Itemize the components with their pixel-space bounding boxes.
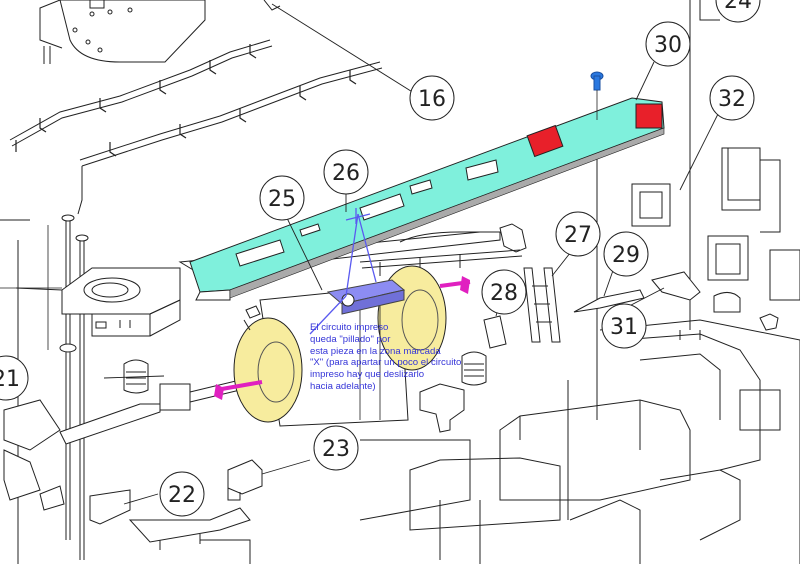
- svg-text:32: 32: [718, 87, 746, 112]
- svg-text:22: 22: [168, 483, 196, 508]
- callout-26: 26: [323, 149, 369, 195]
- svg-text:21: 21: [0, 367, 20, 392]
- screw-icon: [590, 71, 604, 120]
- pins: [59, 214, 89, 560]
- callout-22: 22: [159, 471, 205, 517]
- svg-text:25: 25: [268, 187, 296, 212]
- svg-text:28: 28: [490, 281, 518, 306]
- svg-text:23: 23: [322, 437, 350, 462]
- pcb-board: [189, 97, 665, 301]
- x-marker-icon: [309, 208, 377, 335]
- lower-frame: [359, 383, 741, 564]
- callout-23: 23: [313, 425, 359, 471]
- callout-32: 32: [709, 75, 755, 121]
- callout-21: 21: [0, 355, 29, 401]
- svg-text:31: 31: [610, 315, 638, 340]
- cab-part: [0, 267, 181, 337]
- drive-axles: [214, 276, 471, 400]
- svg-text:30: 30: [654, 33, 682, 58]
- handrail-wire: [9, 0, 383, 215]
- svg-text:16: 16: [418, 87, 446, 112]
- callout-30: 30: [645, 21, 691, 67]
- svg-text:29: 29: [612, 243, 640, 268]
- buffer-beam-assembly: [3, 379, 263, 564]
- callout-25: 25: [259, 175, 305, 221]
- annotation-note: El circuito impreso queda "pillado" por …: [310, 322, 462, 392]
- motor-bracket: [326, 279, 406, 315]
- svg-text:24: 24: [724, 0, 752, 14]
- callout-29: 29: [603, 231, 649, 277]
- callouts: 16 21 22 23 24 25 26 27 28 29 30 31 32: [0, 0, 761, 517]
- callout-16: 16: [409, 75, 455, 121]
- callout-31: 31: [601, 303, 647, 349]
- boiler-part: [39, 0, 206, 64]
- callout-24: 24: [715, 0, 761, 23]
- ladders: [483, 267, 561, 349]
- motor: [233, 265, 447, 427]
- callout-27: 27: [555, 211, 601, 257]
- svg-text:27: 27: [564, 223, 592, 248]
- callout-28: 28: [481, 269, 527, 315]
- svg-text:26: 26: [332, 161, 360, 186]
- right-parts: [573, 147, 800, 564]
